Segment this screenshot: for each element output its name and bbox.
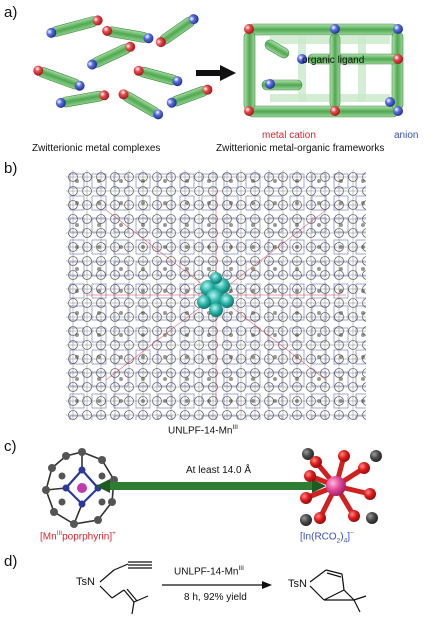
porphyrin-structure <box>42 448 118 528</box>
panel-d-label: d) <box>4 553 18 570</box>
product-tsn: TsN <box>288 578 307 590</box>
panel-b-label: b) <box>4 160 18 177</box>
organic-ligand-label: organic ligand <box>302 55 365 66</box>
framework-name: UNLPF-14-MnIII <box>168 424 238 437</box>
metal-cation-label: metal cation <box>262 130 316 141</box>
crystal-structure <box>66 170 366 420</box>
left-caption: Zwitterionic metal complexes <box>32 143 161 154</box>
panel-a-right-diagram <box>243 23 404 118</box>
distance-arrow <box>96 479 326 493</box>
reactant-structure <box>99 561 152 615</box>
reaction-arrow <box>162 581 272 589</box>
anion-label: anion <box>394 130 419 141</box>
indium-label: [In(RCO2)4]− <box>300 530 354 545</box>
conditions-label: 8 h, 92% yield <box>184 592 247 603</box>
panel-a-left-diagram <box>33 14 213 120</box>
reagent-label: UNLPF-14-MnIII <box>174 565 244 578</box>
panel-a-transform-arrow <box>196 65 236 81</box>
porphyrin-label: [MnIIIpoprphyrin]+ <box>40 530 116 543</box>
right-caption: Zwitterionic metal-organic frameworks <box>216 143 385 154</box>
distance-label: At least 14.0 Å <box>186 465 252 476</box>
indium-carboxylate-structure <box>300 448 382 526</box>
reactant-tsn: TsN <box>76 576 95 588</box>
panel-a-label: a) <box>4 4 18 21</box>
pore-cluster <box>197 272 234 317</box>
product-structure <box>309 569 367 613</box>
panel-c-label: c) <box>4 438 17 455</box>
